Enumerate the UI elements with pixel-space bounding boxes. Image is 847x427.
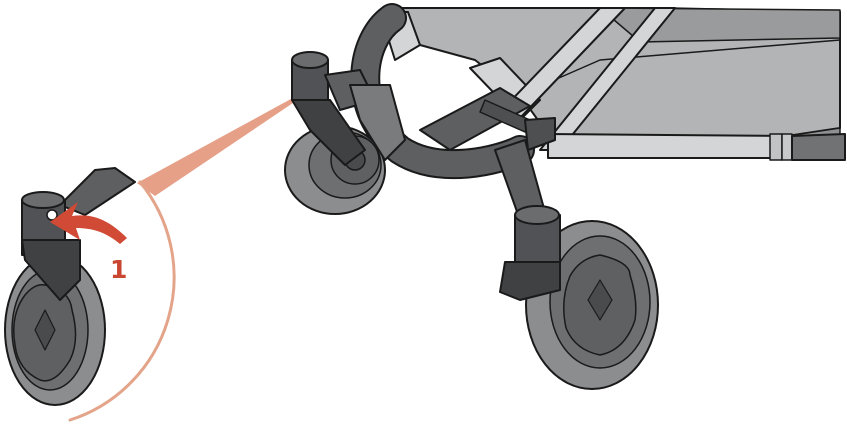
magnified-wheel-detail (5, 168, 135, 405)
front-wheel (500, 206, 658, 389)
main-rear-wheel (285, 52, 405, 214)
step-number: 1 (110, 255, 127, 284)
